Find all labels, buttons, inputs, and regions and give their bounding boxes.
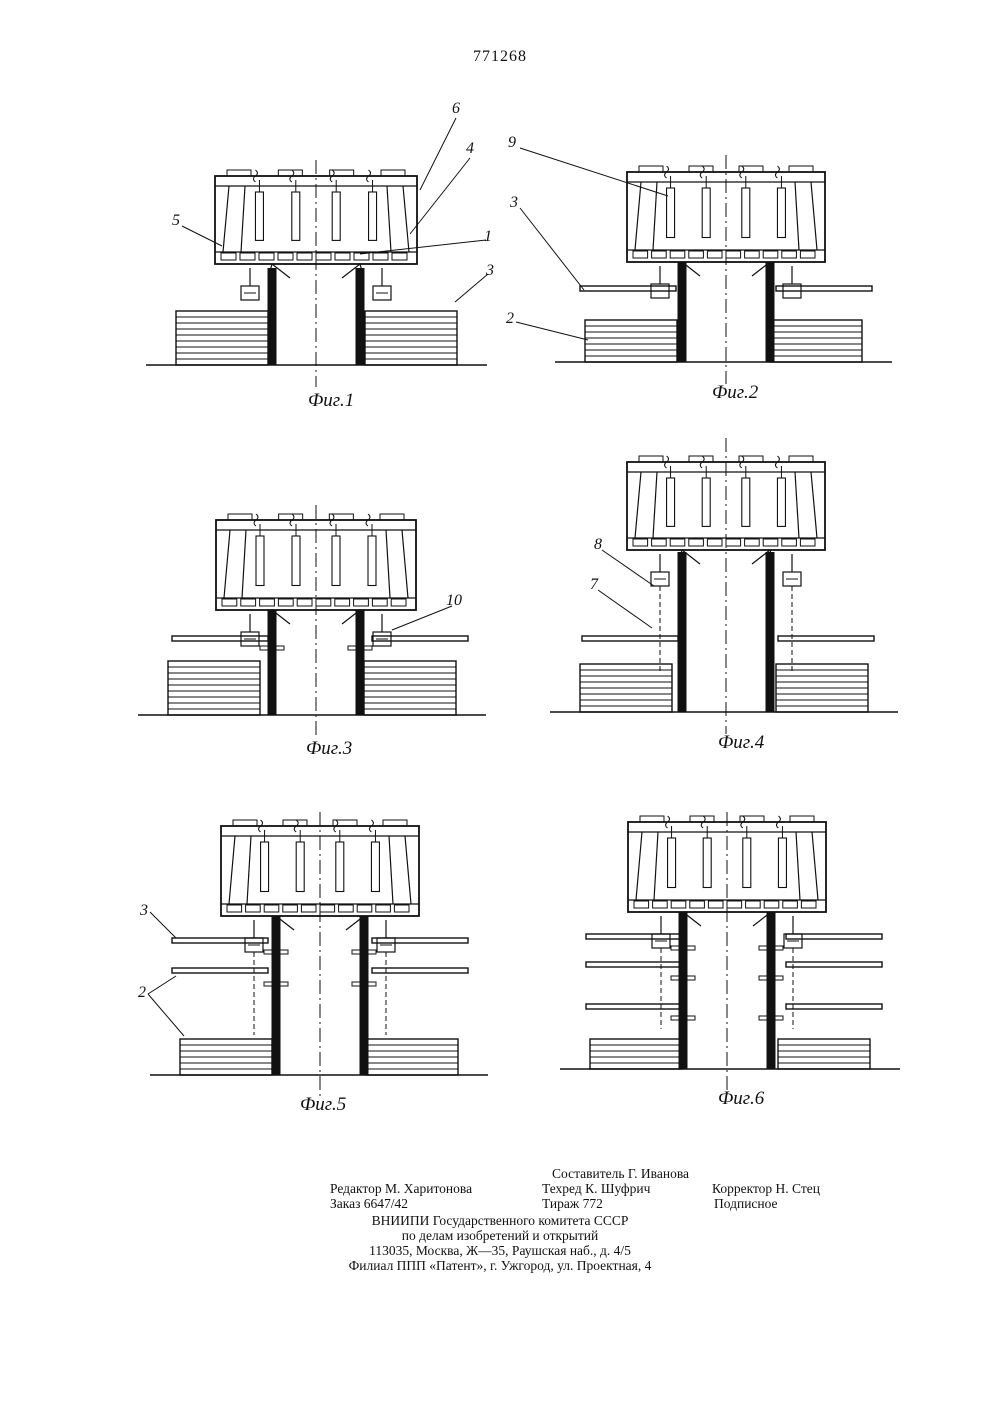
fig-2-label-3: 3 — [510, 194, 518, 212]
fig-1-label-6: 6 — [452, 100, 460, 118]
fig-2-label-2: 2 — [506, 310, 514, 328]
fig-1-label-3: 3 — [486, 262, 494, 280]
leader-line — [182, 226, 222, 246]
colophon-subscription: Подписное — [714, 1196, 778, 1212]
colophon-address: 113035, Москва, Ж—35, Раушская наб., д. … — [0, 1243, 1000, 1259]
fig-1-caption: Фиг.1 — [308, 390, 354, 412]
leader-line — [148, 976, 176, 994]
leader-line — [516, 322, 588, 340]
fig-6-caption: Фиг.6 — [718, 1088, 764, 1110]
colophon-editor: Редактор М. Харитонова — [330, 1181, 472, 1197]
figure-3-drawing — [138, 505, 486, 737]
fig-2-caption: Фиг.2 — [712, 382, 758, 404]
figure-6-drawing — [560, 812, 900, 1091]
fig-3-label-10: 10 — [446, 592, 462, 610]
leader-line — [455, 274, 488, 302]
leader-line — [520, 208, 584, 290]
fig-5-label-2: 2 — [138, 984, 146, 1002]
leader-line — [420, 118, 456, 190]
fig-3-caption: Фиг.3 — [306, 738, 352, 760]
fig-4-caption: Фиг.4 — [718, 732, 764, 754]
fig-2-label-9: 9 — [508, 134, 516, 152]
fig-1-label-5: 5 — [172, 212, 180, 230]
fig-1-label-1: 1 — [484, 228, 492, 246]
fig-5-caption: Фиг.5 — [300, 1094, 346, 1116]
figure-4-drawing — [550, 438, 898, 734]
colophon-order: Заказ 6647/42 — [330, 1196, 408, 1212]
leader-line — [148, 994, 184, 1036]
colophon-branch: Филиал ППП «Патент», г. Ужгород, ул. Про… — [0, 1258, 1000, 1274]
colophon-techred: Техред К. Шуфрич — [542, 1181, 650, 1197]
leader-line — [602, 550, 654, 586]
colophon-org-line2: по делам изобретений и открытий — [0, 1228, 1000, 1244]
leader-line — [598, 590, 652, 628]
patent-drawings — [0, 0, 1000, 1160]
colophon-compiler: Составитель Г. Иванова — [552, 1166, 689, 1182]
figure-5-drawing — [150, 812, 488, 1097]
figure-1-drawing — [146, 160, 487, 387]
fig-1-label-4: 4 — [466, 140, 474, 158]
colophon-org-line1: ВНИИПИ Государственного комитета СССР — [0, 1213, 1000, 1229]
leader-line — [150, 912, 176, 938]
fig-5-label-3: 3 — [140, 902, 148, 920]
fig-4-label-8: 8 — [594, 536, 602, 554]
leader-line — [410, 158, 470, 234]
fig-4-label-7: 7 — [590, 576, 598, 594]
leader-line — [360, 240, 486, 254]
figure-2-drawing — [555, 155, 892, 384]
colophon-circulation: Тираж 772 — [542, 1196, 603, 1212]
colophon-corrector: Корректор Н. Стец — [712, 1181, 820, 1197]
